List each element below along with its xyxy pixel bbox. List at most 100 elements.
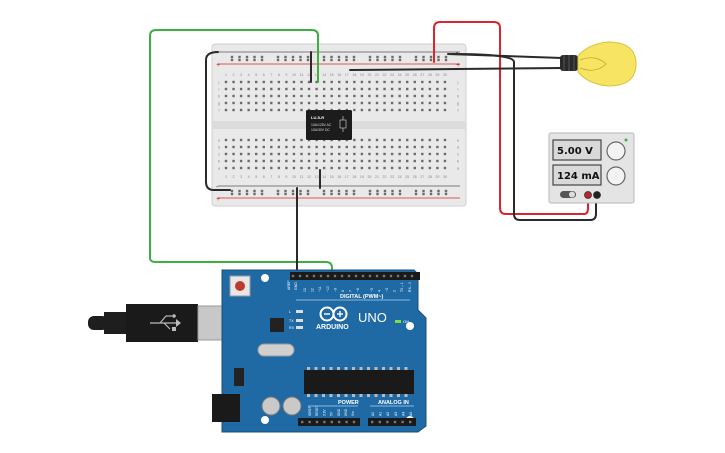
breadboard-hole[interactable] [338,101,341,105]
breadboard-hole[interactable] [443,87,447,91]
breadboard-hole[interactable] [262,159,265,163]
rail-hole[interactable] [437,58,440,62]
header-pin[interactable] [315,420,319,424]
header-pin[interactable] [352,420,356,424]
breadboard-hole[interactable] [224,138,228,142]
breadboard-hole[interactable] [300,108,303,112]
rail-hole[interactable] [253,58,256,62]
breadboard-hole[interactable] [262,80,265,84]
rail-hole[interactable] [230,55,234,59]
rail-hole[interactable] [437,192,440,196]
breadboard-hole[interactable] [224,145,228,149]
breadboard-hole[interactable] [292,108,296,112]
rail-hole[interactable] [253,192,256,196]
breadboard-hole[interactable] [315,94,318,98]
breadboard-hole[interactable] [224,87,228,91]
breadboard-hole[interactable] [353,145,356,149]
breadboard-hole[interactable] [292,101,296,105]
terminal-holes[interactable] [224,80,447,170]
breadboard-hole[interactable] [277,80,281,84]
power-supply[interactable]: 5.00 V 124 mA [548,132,635,204]
header-pin[interactable] [326,274,330,278]
breadboard-hole[interactable] [436,87,439,91]
breadboard-hole[interactable] [360,138,364,142]
breadboard-hole[interactable] [277,94,281,98]
breadboard-hole[interactable] [277,166,281,170]
breadboard-hole[interactable] [277,87,281,91]
breadboard-hole[interactable] [300,152,303,156]
breadboard-hole[interactable] [292,159,296,163]
header-pin[interactable] [333,274,337,278]
header-pin[interactable] [410,274,414,278]
rail-hole[interactable] [414,192,418,196]
rail-hole[interactable] [368,189,372,193]
breadboard-hole[interactable] [322,166,326,170]
green-signal-wire[interactable] [149,29,333,277]
rail-hole[interactable] [352,55,356,59]
breadboard-hole[interactable] [300,101,303,105]
rail-hole[interactable] [284,55,287,59]
rail-hole[interactable] [245,55,249,59]
rail-hole[interactable] [352,58,356,62]
rail-hole[interactable] [383,55,387,59]
breadboard-hole[interactable] [338,87,341,91]
header-pin[interactable] [409,420,412,424]
breadboard-hole[interactable] [262,138,265,142]
relay[interactable]: LU-5-R 10A/125V AC 10A/30V DC [306,110,352,140]
breadboard-hole[interactable] [232,80,235,84]
breadboard-hole[interactable] [368,152,371,156]
breadboard-hole[interactable] [383,80,386,84]
breadboard-hole[interactable] [262,101,265,105]
header-pin[interactable] [305,274,309,278]
breadboard-hole[interactable] [239,80,243,84]
rail-hole[interactable] [230,189,234,193]
rail-hole[interactable] [337,55,341,59]
breadboard-hole[interactable] [307,166,311,170]
positive-terminal[interactable] [584,191,592,199]
header-pin[interactable] [368,274,372,278]
breadboard-hole[interactable] [368,108,371,112]
rail-hole[interactable] [437,189,440,193]
rail-hole[interactable] [284,192,287,196]
breadboard-hole[interactable] [413,108,416,112]
breadboard-hole[interactable] [322,159,326,163]
breadboard-hole[interactable] [255,159,258,163]
breadboard-hole[interactable] [300,138,303,142]
breadboard-hole[interactable] [345,166,348,170]
breadboard-hole[interactable] [406,87,409,91]
breadboard-hole[interactable] [390,138,394,142]
breadboard-hole[interactable] [360,87,364,91]
rail-hole[interactable] [284,189,287,193]
header-pin[interactable] [371,420,374,424]
rail-hole[interactable] [398,55,402,59]
breadboard-hole[interactable] [398,152,401,156]
breadboard-hole[interactable] [398,108,401,112]
breadboard-hole[interactable] [383,94,386,98]
rail-hole[interactable] [368,192,372,196]
breadboard-hole[interactable] [300,80,303,84]
breadboard-hole[interactable] [398,159,401,163]
breadboard-hole[interactable] [375,152,379,156]
breadboard-hole[interactable] [307,101,311,105]
breadboard-hole[interactable] [421,138,424,142]
black-ground-loop-wire[interactable] [205,51,231,191]
breadboard-hole[interactable] [277,159,281,163]
breadboard-hole[interactable] [315,152,318,156]
breadboard-hole[interactable] [428,101,432,105]
dc-power-jack[interactable] [212,394,240,422]
breadboard-hole[interactable] [436,166,439,170]
breadboard-hole[interactable] [239,152,243,156]
breadboard-hole[interactable] [338,166,341,170]
rail-hole[interactable] [422,192,425,196]
breadboard-hole[interactable] [413,152,416,156]
breadboard-hole[interactable] [421,108,424,112]
breadboard-hole[interactable] [406,152,409,156]
breadboard-hole[interactable] [413,87,416,91]
breadboard-hole[interactable] [390,108,394,112]
rail-hole[interactable] [260,55,264,59]
rail-hole[interactable] [291,55,295,59]
breadboard-hole[interactable] [398,145,401,149]
breadboard-hole[interactable] [375,80,379,84]
rail-hole[interactable] [422,55,425,59]
breadboard-hole[interactable] [262,87,265,91]
